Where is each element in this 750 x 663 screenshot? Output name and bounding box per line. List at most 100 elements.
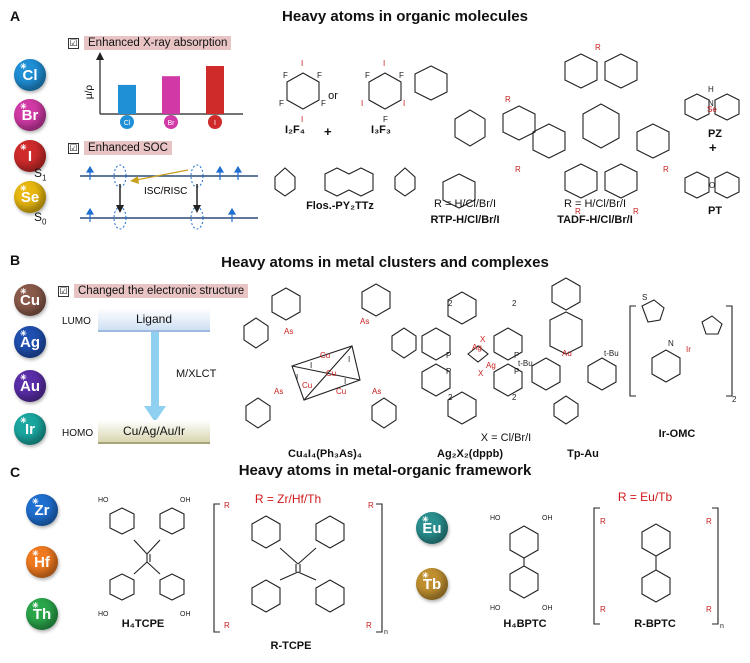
- svg-text:HO: HO: [490, 605, 501, 612]
- mol-h4tcpe: H₄TCPE: [121, 618, 165, 630]
- rtp-r: R = H/Cl/Br/I: [433, 198, 497, 210]
- svg-text:R: R: [368, 501, 374, 510]
- isc-label: ISC/RISC: [144, 186, 187, 197]
- element-ball-ag: ✳Ag: [14, 326, 46, 358]
- ag-x-label: X = Cl/Br/I: [480, 432, 532, 444]
- ligand-level: Ligand: [98, 308, 210, 332]
- element-ball-hf: ✳Hf: [26, 546, 58, 578]
- svg-text:Ag: Ag: [472, 343, 482, 352]
- element-ball-tb: ✳Tb: [416, 568, 448, 600]
- mxlct-label: M/XLCT: [176, 368, 217, 380]
- rbptc-r: R = Eu/Tb: [617, 490, 673, 504]
- svg-text:n: n: [384, 629, 388, 634]
- svg-text:R: R: [575, 207, 581, 216]
- section-a-letter: A: [10, 8, 21, 24]
- section-a-title: Heavy atoms in organic molecules: [282, 8, 528, 25]
- svg-text:Cu: Cu: [320, 351, 330, 360]
- plus-sign: +: [324, 124, 332, 139]
- svg-text:I: I: [301, 115, 303, 124]
- mol-rtp: RTP-H/Cl/Br/I: [430, 214, 500, 226]
- svg-text:OH: OH: [180, 497, 191, 504]
- svg-text:2: 2: [448, 299, 453, 308]
- homo-label: HOMO: [62, 428, 94, 439]
- svg-text:OH: OH: [542, 605, 553, 612]
- mol-cu4i4: Cu₄I₄(Ph₃As)₄: [288, 448, 362, 460]
- mol-pt: PT: [707, 205, 723, 217]
- svg-text:F: F: [383, 115, 388, 124]
- bar-br: [162, 76, 180, 114]
- svg-text:2: 2: [512, 299, 517, 308]
- bar-label-ball-i: [208, 115, 222, 129]
- svg-text:As: As: [284, 327, 293, 336]
- svg-text:Cu: Cu: [302, 381, 312, 390]
- svg-text:Ir: Ir: [686, 345, 691, 354]
- element-ball-cu: ✳Cu: [14, 284, 46, 316]
- svg-text:I: I: [344, 377, 346, 386]
- svg-text:P: P: [514, 351, 519, 360]
- svg-text:2: 2: [732, 395, 737, 404]
- svg-text:I: I: [403, 99, 405, 108]
- lumo-label: LUMO: [62, 316, 91, 327]
- svg-text:R: R: [505, 95, 511, 104]
- section-c-letter: C: [10, 464, 21, 480]
- svg-text:R: R: [366, 621, 372, 630]
- svg-text:I: I: [361, 99, 363, 108]
- element-ball-ir: ✳Ir: [14, 413, 46, 445]
- svg-text:n: n: [720, 623, 724, 630]
- bar-cl: [118, 84, 136, 114]
- svg-text:HO: HO: [490, 515, 501, 522]
- svg-text:t-Bu: t-Bu: [518, 359, 533, 368]
- y-axis-label: μ/ρ: [84, 85, 95, 100]
- svg-text:X: X: [478, 369, 484, 378]
- tag-soc: ☑Enhanced SOC: [68, 141, 172, 155]
- tadf-r: R = H/Cl/Br/I: [563, 198, 627, 210]
- section-b-letter: B: [10, 252, 21, 268]
- element-ball-se: ✳Se: [14, 181, 46, 213]
- svg-text:I: I: [301, 59, 303, 68]
- svg-text:Se: Se: [707, 105, 717, 114]
- mol-i2f4: I₂F₄: [285, 124, 305, 136]
- svg-text:I: I: [348, 355, 350, 364]
- element-ball-th: ✳Th: [26, 598, 58, 630]
- mxlct-arrow: [144, 332, 166, 422]
- svg-text:F: F: [321, 99, 326, 108]
- mol-rbptc: R-BPTC: [634, 618, 676, 630]
- svg-text:N: N: [668, 339, 674, 348]
- bar-label-ball-cl: [120, 115, 134, 129]
- rtcpe-r: R = Zr/Hf/Th: [254, 492, 322, 506]
- svg-text:O: O: [709, 181, 715, 190]
- svg-text:I: I: [383, 59, 385, 68]
- svg-text:Au: Au: [562, 349, 572, 358]
- svg-text:P: P: [446, 367, 451, 376]
- svg-text:F: F: [283, 71, 288, 80]
- svg-text:HO: HO: [98, 497, 109, 504]
- element-ball-eu: ✳Eu: [416, 512, 448, 544]
- svg-text:R: R: [663, 165, 669, 174]
- bar-label-ball-br: [164, 115, 178, 129]
- svg-text:R: R: [600, 517, 606, 526]
- pz-plus: +: [709, 140, 717, 155]
- mol-i3f3: I₃F₃: [371, 124, 391, 136]
- element-ball-zr: ✳Zr: [26, 494, 58, 526]
- svg-text:OH: OH: [542, 515, 553, 522]
- metal-level: Cu/Ag/Au/Ir: [98, 420, 210, 444]
- svg-text:I: I: [296, 373, 298, 382]
- soc-diagram: ISC/RISC: [80, 164, 258, 230]
- mol-tadf: TADF-H/Cl/Br/I: [557, 214, 633, 226]
- svg-text:H: H: [708, 85, 714, 94]
- or-label: or: [328, 90, 338, 102]
- mol-h4bptc: H₄BPTC: [503, 618, 547, 630]
- bar-label-br: Br: [168, 120, 176, 127]
- svg-text:R: R: [633, 207, 639, 216]
- svg-text:P: P: [446, 351, 451, 360]
- element-ball-cl: ✳Cl: [14, 59, 46, 91]
- svg-text:2: 2: [448, 393, 453, 402]
- tag-xray: ☑Enhanced X-ray absorption: [68, 36, 232, 50]
- s1-label: S1: [34, 166, 47, 183]
- svg-text:N: N: [708, 99, 714, 108]
- bar-label-cl: Cl: [124, 120, 131, 127]
- svg-text:R: R: [706, 605, 712, 614]
